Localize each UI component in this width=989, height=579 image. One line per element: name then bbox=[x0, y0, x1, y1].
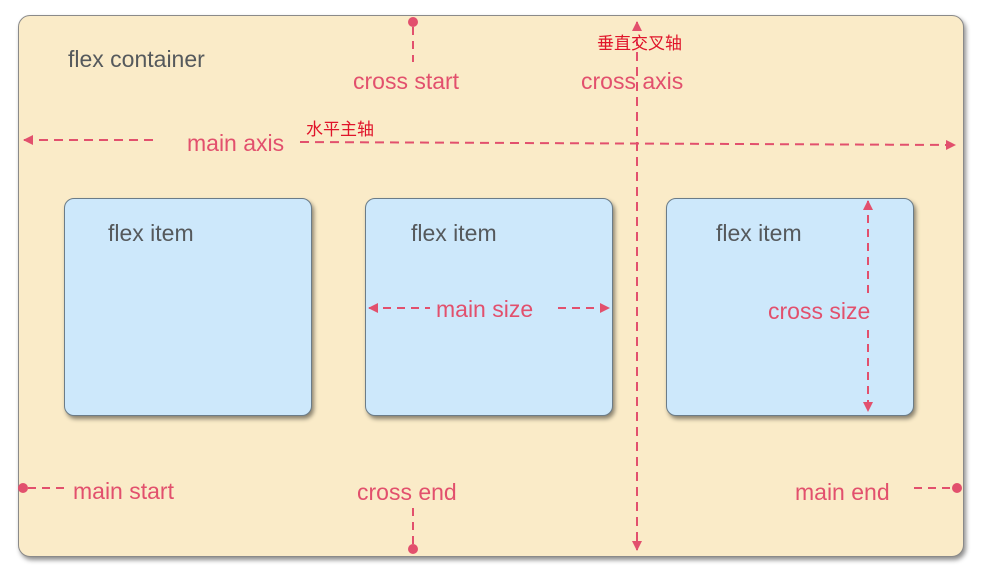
cross-start-label: cross start bbox=[353, 68, 460, 94]
flex-item-3-label: flex item bbox=[716, 220, 802, 246]
flex-item-2 bbox=[365, 198, 613, 416]
main-axis-label: main axis bbox=[183, 132, 289, 155]
cross-end-dot bbox=[408, 544, 418, 554]
flex-item-1-label: flex item bbox=[108, 220, 194, 246]
flex-item-2-label: flex item bbox=[411, 220, 497, 246]
flex-container-label: flex container bbox=[68, 46, 205, 72]
main-axis-line-right bbox=[299, 139, 956, 150]
main-end-dot bbox=[952, 483, 962, 493]
main-start-label: main start bbox=[73, 478, 174, 504]
flex-item-1 bbox=[64, 198, 312, 416]
cross-axis-cn-label: 垂直交叉轴 bbox=[597, 34, 682, 54]
cross-start-dot bbox=[408, 17, 418, 27]
cross-end-label: cross end bbox=[357, 479, 457, 505]
main-end-label: main end bbox=[795, 479, 890, 505]
main-start-dot bbox=[18, 483, 28, 493]
main-axis-cn-label: 水平主轴 bbox=[306, 120, 374, 140]
main-size-label: main size bbox=[436, 296, 534, 322]
cross-size-label: cross size bbox=[766, 298, 873, 324]
cross-axis-label: cross axis bbox=[581, 68, 684, 94]
